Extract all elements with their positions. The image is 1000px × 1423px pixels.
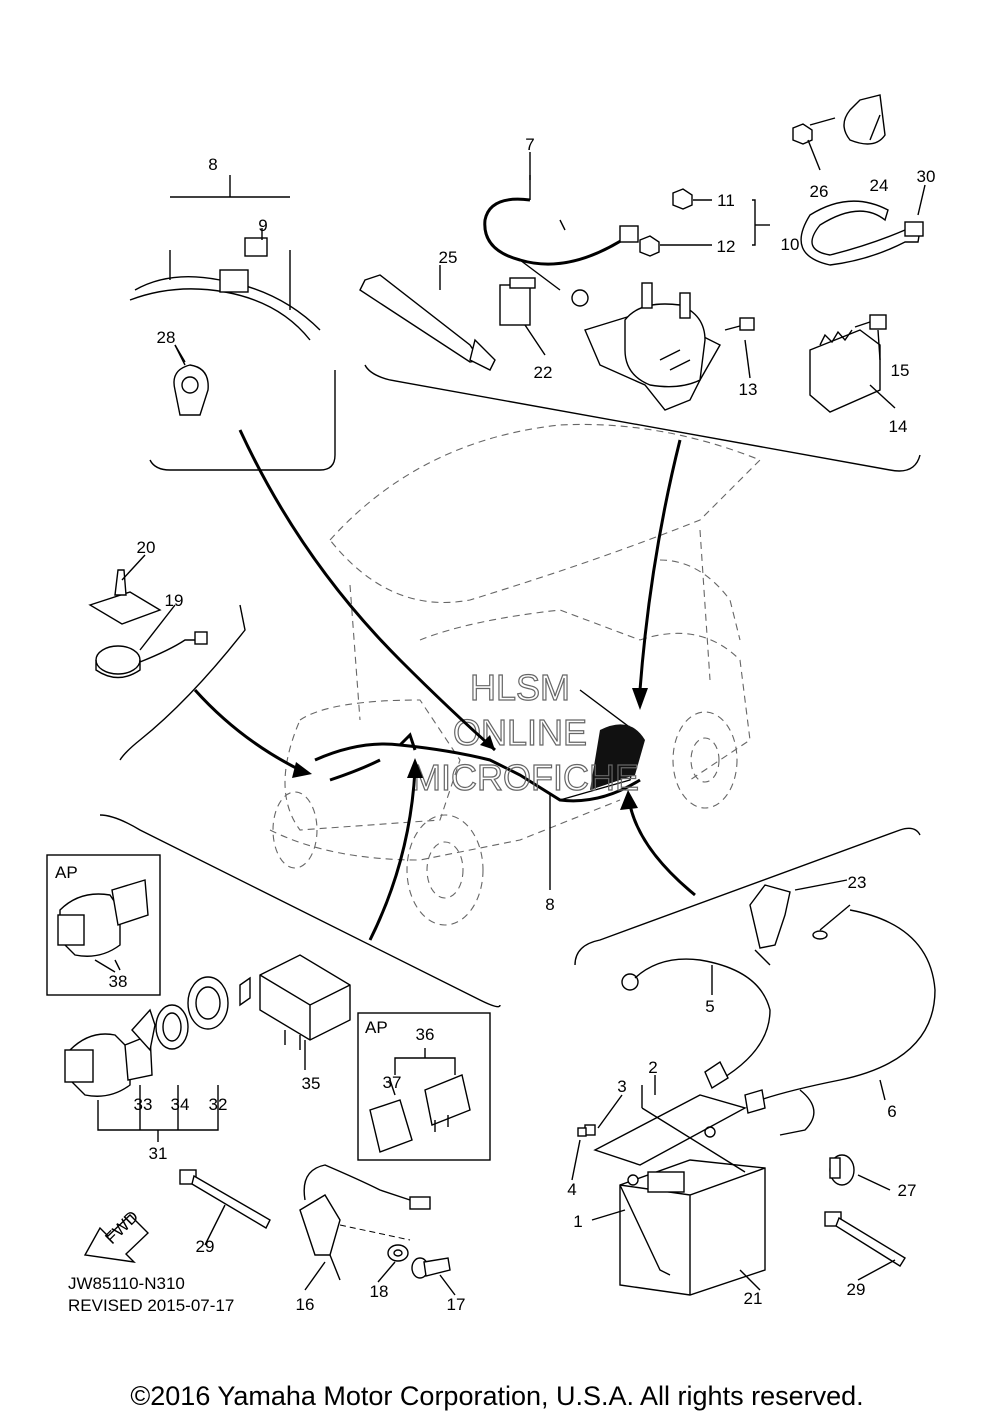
label-10: 10 [781,235,800,254]
part-7-cable [483,175,639,307]
callout-frames [99,364,921,1008]
part-14-relay-unit [809,329,881,413]
part-11-nut [672,188,712,210]
label-26: 26 [810,182,829,201]
label-17: 17 [447,1295,466,1314]
label-33: 33 [134,1095,153,1114]
ap-box-right: AP [357,1012,491,1161]
drawing-code: JW85110-N310 [68,1274,185,1293]
part-18-washer [387,1244,409,1262]
label-25: 25 [439,248,458,267]
leader-lines [114,114,926,1296]
revision-date: REVISED 2015-07-17 [68,1296,234,1315]
watermark-line-1: HLSM [470,667,570,708]
golf-cart-outline [269,423,761,926]
ap-label-right: AP [365,1018,388,1037]
label-22: 22 [534,363,553,382]
label-15: 15 [891,361,910,380]
part-5-battery-cable [621,958,771,1090]
label-18: 18 [370,1282,389,1301]
label-38: 38 [109,972,128,991]
label-13: 13 [739,380,758,399]
label-31: 31 [149,1144,168,1163]
label-7: 7 [525,135,534,154]
part-21-battery [619,1126,766,1296]
main-wire-harness-on-cart [314,689,645,803]
ap-label-left: AP [55,863,78,882]
label-9: 9 [258,216,267,235]
label-23: 23 [848,873,867,892]
label-14: 14 [889,417,908,436]
label-36: 36 [416,1025,435,1044]
part-34-ring [155,1004,189,1050]
part-32-cap [187,976,229,1030]
label-5: 5 [705,997,714,1016]
part-28-clamp [173,344,209,416]
label-8-upper: 8 [208,155,217,174]
label-32: 32 [209,1095,228,1114]
label-4: 4 [567,1180,576,1199]
watermark-line-3: MICROFICHE [411,757,639,798]
label-11: 11 [717,191,735,210]
bracket-31 [97,1085,219,1142]
part-30-band [800,200,924,266]
part-19-sensor [95,631,208,679]
part-25-cable-tie [359,274,496,371]
label-29-right: 29 [847,1280,866,1299]
part-1-battery-band [619,1184,671,1276]
part-23-clamp [749,884,791,966]
part-10-relay [584,282,721,411]
part-2-battery-holder [593,1085,747,1173]
label-8-lower: 8 [545,895,554,914]
part-26-bolt [792,123,813,145]
label-12: 12 [717,237,736,256]
part-6-battery-cable [744,904,936,1136]
label-34: 34 [171,1095,190,1114]
part-24-clamp [809,94,886,145]
label-27: 27 [898,1181,917,1200]
label-24: 24 [870,176,889,195]
copyright-notice: ©2016 Yamaha Motor Corporation, U.S.A. A… [130,1381,863,1411]
watermark: HLSM ONLINE MICROFICHE [410,666,639,798]
part-35-switch [239,954,351,1050]
fwd-arrow-icon: FWD [83,1207,150,1263]
part-29-cable-tie-left [179,1169,271,1229]
label-16: 16 [296,1295,315,1314]
part-8-wire-harness [129,175,321,341]
label-30: 30 [917,167,936,186]
ap-box-left: AP [46,854,161,996]
label-2: 2 [648,1058,657,1077]
label-35: 35 [302,1074,321,1093]
part-12-nut [639,199,770,257]
part-16-sensor-switch [299,1164,431,1281]
label-1: 1 [573,1212,582,1231]
part-22-fuse-holder [499,277,536,326]
part-29-cable-tie-right [824,1211,906,1267]
part-4-nut [577,1127,587,1137]
part-20-plate [88,569,162,625]
label-3: 3 [617,1077,626,1096]
callout-numbers: 1 2 3 4 5 6 7 8 8 9 10 11 12 13 14 15 16… [109,135,936,1314]
part-17-screw [411,1257,451,1279]
label-29-left: 29 [196,1237,215,1256]
label-28: 28 [157,328,176,347]
part-13-bolt [724,317,755,331]
part-9-connector [244,228,268,257]
label-37: 37 [383,1073,402,1092]
watermark-line-2: ONLINE [453,712,587,753]
label-6: 6 [887,1102,896,1121]
part-31-key-switch [64,1008,156,1097]
part-15-bolt [854,314,887,330]
label-19: 19 [165,591,184,610]
label-21: 21 [744,1289,763,1308]
part-27-grommet [829,1154,855,1186]
label-20: 20 [137,538,156,557]
